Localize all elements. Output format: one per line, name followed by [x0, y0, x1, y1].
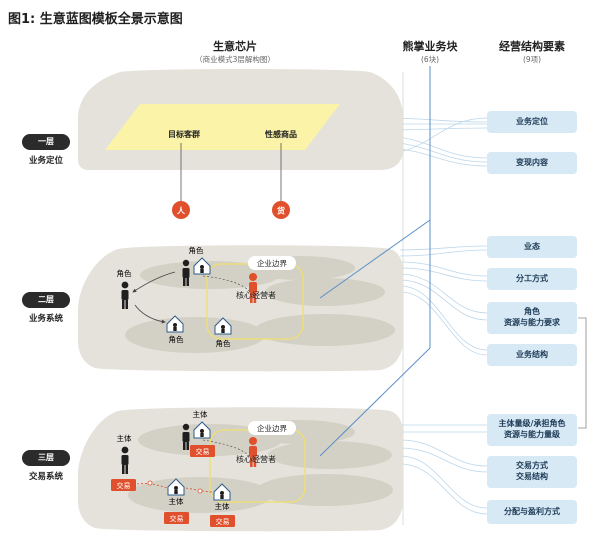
core-operator-label-2: 核心经营者: [236, 290, 276, 300]
role-label-bottom-mid: 角色: [169, 334, 184, 344]
goods-badge: [272, 201, 290, 219]
house-icon: [214, 317, 232, 335]
layer1-plane: 目标客群 性感商品 人 货: [78, 69, 403, 219]
element-pill-format[interactable]: 业态: [487, 236, 577, 258]
element-pill-positioning[interactable]: 业务定位: [487, 111, 577, 133]
boundary-label-2: 企业边界: [257, 258, 287, 268]
product-label: 性感商品: [265, 129, 297, 139]
trade-tag-top-label: 交易: [196, 447, 210, 456]
core-operator-figure-2: [249, 273, 257, 303]
target-customer-label: 目标客群: [168, 129, 200, 139]
subject-label-bottom-mid: 主体: [169, 496, 184, 506]
chip-column-title: 生意芯片: [213, 40, 257, 53]
subject-figure-top: [182, 423, 190, 450]
role-label-top: 角色: [189, 245, 204, 255]
role-label-bottom-right: 角色: [216, 338, 231, 348]
trade-tag-bottom-mid: [164, 512, 189, 524]
positioning-zone: [105, 104, 340, 150]
layer3-name: 交易系统: [28, 472, 63, 482]
house-icon: [193, 257, 211, 275]
element-pill-profit[interactable]: 分配与盈利方式: [487, 500, 577, 524]
layer2-name: 业务系统: [28, 314, 63, 324]
layer3-plane: 企业边界 核心经营者 主体 交易 主体: [78, 407, 403, 532]
trade-tag-bottom-right-label: 交易: [216, 517, 230, 526]
goods-badge-label: 货: [276, 206, 285, 216]
chip-column-subtitle: （商业模式3层解构图）: [195, 55, 275, 64]
subject-figure-left: [121, 446, 129, 474]
bear-column-subtitle: (6块): [420, 55, 440, 64]
element-pill-trade-structure[interactable]: 交易方式 交易结构: [487, 456, 577, 488]
house-icon: [166, 315, 184, 333]
element-pill-subject-scale[interactable]: 主体量级/承担角色 资源与能力量级: [487, 414, 577, 446]
element-pill-role-resources[interactable]: 角色 资源与能力要求: [487, 302, 577, 334]
people-badge-label: 人: [177, 206, 186, 216]
core-operator-figure-3: [249, 437, 257, 467]
elements-bracket: [578, 317, 587, 429]
bear-column-title: 熊掌业务块: [402, 40, 458, 53]
subject-label-left: 主体: [117, 433, 132, 443]
layer3-badge[interactable]: 三层: [22, 450, 70, 466]
core-operator-label-3: 核心经营者: [236, 454, 276, 464]
boundary-label-3: 企业边界: [257, 423, 287, 433]
layer2-badge[interactable]: 二层: [22, 292, 70, 308]
layer2-plane: 企业边界 核心经营者 角色 角色: [78, 245, 403, 372]
element-pill-business-structure[interactable]: 业务结构: [487, 344, 577, 366]
trade-tag-left-label: 交易: [117, 481, 131, 490]
trade-tag-top: [190, 445, 215, 457]
trade-tag-bottom-mid-label: 交易: [170, 514, 184, 523]
house-icon: [167, 478, 185, 496]
boundary-tag-2: [248, 256, 296, 270]
role-figure-top: [182, 259, 190, 286]
element-pill-division[interactable]: 分工方式: [487, 268, 577, 290]
role-label-left: 角色: [117, 268, 132, 278]
trade-tag-left: [111, 479, 136, 491]
house-icon: [213, 483, 231, 501]
subject-label-bottom-right: 主体: [215, 501, 230, 511]
element-pill-monetization[interactable]: 变现内容: [487, 152, 577, 174]
bear-block-lines: [319, 66, 431, 457]
page-title: 图1: 生意蓝图模板全景示意图: [8, 12, 183, 27]
role-figure-left: [121, 281, 129, 309]
trade-tag-bottom-right: [210, 515, 235, 527]
people-badge: [172, 201, 190, 219]
layer1-name: 业务定位: [28, 156, 63, 166]
subject-label-top: 主体: [193, 409, 208, 419]
elements-column-subtitle: (9项): [522, 55, 542, 64]
elements-column-title: 经营结构要素: [499, 40, 565, 53]
house-icon: [193, 421, 211, 439]
boundary-tag-3: [248, 421, 296, 435]
layer1-badge[interactable]: 一层: [22, 134, 70, 150]
